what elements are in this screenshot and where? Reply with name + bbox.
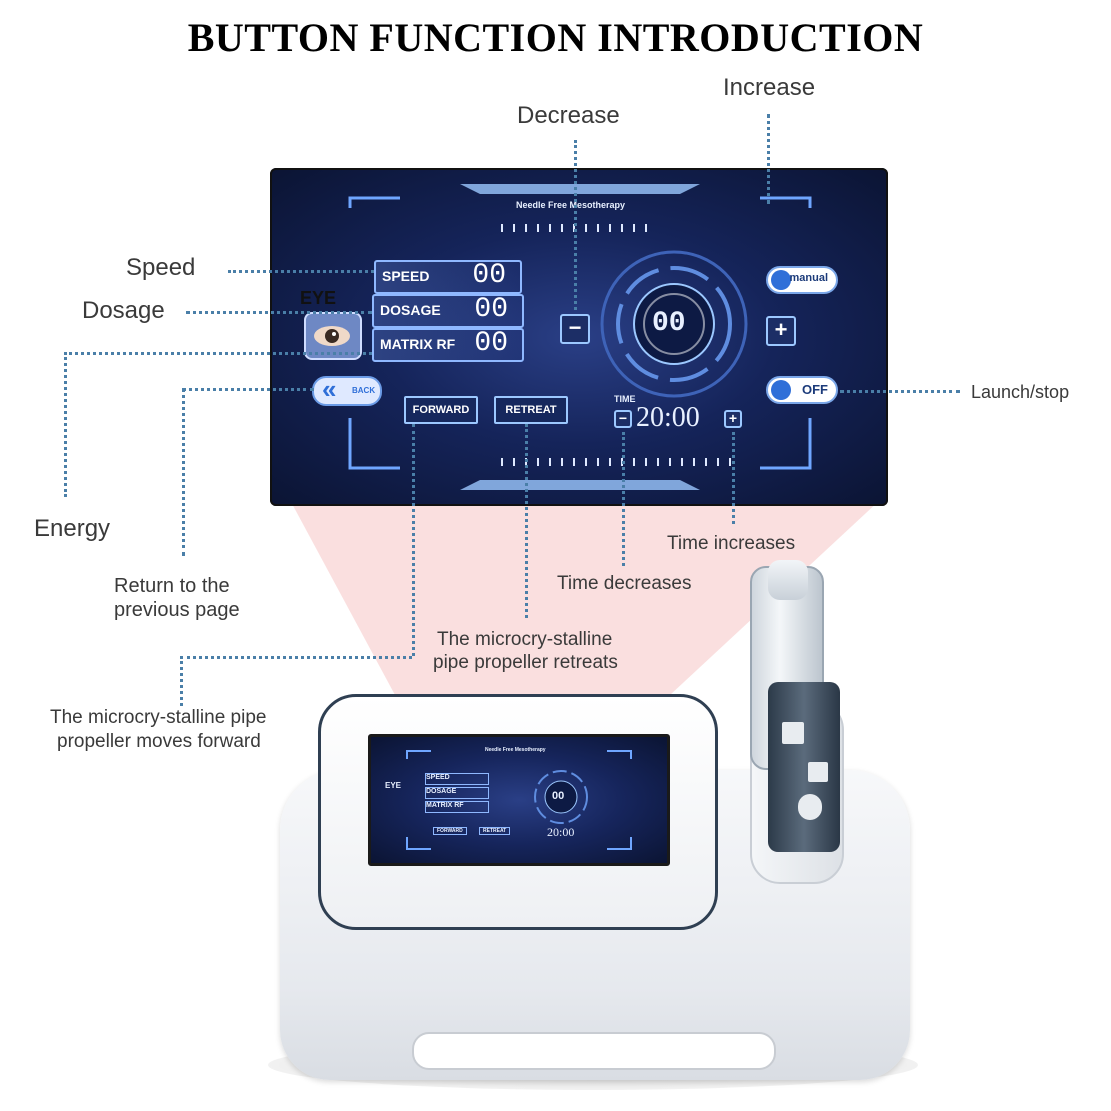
leader-decrease [574,140,577,310]
increase-button[interactable]: + [766,316,796,346]
small-retreat: RETREAT [479,827,511,835]
small-speed: SPEED [425,773,489,785]
leader-increase [767,114,770,204]
leader-return-v [182,388,185,556]
matrix-rf-field[interactable]: MATRIX RF 00 [372,328,524,362]
leader-time-inc [732,432,735,524]
eye-icon [314,326,350,346]
page-title: BUTTON FUNCTION INTRODUCTION [187,15,924,60]
leader-energy-v [64,352,67,497]
handpiece-window-mid [808,762,828,782]
speed-value: 00 [472,260,506,291]
small-time-value: 20:00 [547,825,575,839]
time-increase-button[interactable]: + [724,410,742,428]
label-time-decreases: Time decreases [557,573,692,594]
time-value: 20:00 [636,402,700,433]
speed-label: SPEED [382,268,430,284]
leader-launch [840,390,960,393]
label-retreats-line2: pipe propeller retreats [433,652,618,673]
label-decrease: Decrease [517,102,620,129]
label-increase: Increase [723,74,816,101]
retreat-button[interactable]: RETREAT [494,396,568,424]
speed-field[interactable]: SPEED 00 [374,260,522,294]
eye-outer-label: EYE [300,288,337,308]
handpiece-window-top [782,722,804,744]
label-launch-stop: Launch/stop [971,382,1070,402]
label-time-increases: Time increases [667,533,796,554]
small-eye-label: EYE [385,781,402,790]
leader-energy-h [64,352,372,355]
label-return-line2: previous page [114,599,240,621]
manual-toggle[interactable]: manual [766,266,838,294]
leader-return-h [182,388,314,391]
leader-forward-h [180,656,412,659]
time-label: TIME [614,394,636,404]
small-forward: FORWARD [433,827,467,835]
center-value: 00 [652,308,686,339]
leader-forward-v2 [180,656,183,706]
screen-decoration [348,184,812,490]
label-return-line1: Return to the [114,575,230,597]
back-arrows-icon: « [322,374,337,404]
dosage-label: DOSAGE [380,302,441,318]
forward-button[interactable]: FORWARD [404,396,478,424]
small-screen: Needle Free Mesotherapy EYE SPEED DOSAGE… [368,734,670,866]
small-screen-header: Needle Free Mesotherapy [485,747,546,753]
label-dosage: Dosage [82,297,165,324]
time-decrease-button[interactable]: − [614,410,632,428]
dosage-field[interactable]: DOSAGE 00 [372,294,524,328]
small-screen-decoration [406,750,632,850]
back-button[interactable]: « BACK [312,374,382,406]
small-center-value: 00 [552,790,565,802]
manual-label: manual [789,272,828,284]
back-label: BACK [352,386,376,395]
handpiece-cap [768,560,808,600]
handpiece-window-bottom [798,794,822,820]
label-forward-line2: propeller moves forward [57,731,261,752]
manual-knob [771,270,791,290]
off-label: OFF [802,382,828,397]
small-matrix: MATRIX RF [425,801,489,813]
label-energy: Energy [34,515,111,542]
dosage-value: 00 [474,294,508,325]
screen-header: Needle Free Mesotherapy [516,200,626,210]
matrix-rf-label: MATRIX RF [380,336,456,352]
label-forward-line1: The microcry-stalline pipe [50,707,267,728]
leader-speed [228,270,374,273]
small-dosage: DOSAGE [425,787,489,799]
control-screen: Needle Free Mesotherapy SPEED 00 DOSAGE … [270,168,888,506]
leader-retreat [525,424,528,618]
leader-forward-v [412,424,415,656]
leader-dosage [186,311,372,314]
launch-stop-knob [771,380,791,400]
matrix-rf-value: 00 [474,328,508,359]
decrease-button[interactable]: − [560,314,590,344]
leader-time-dec [622,432,625,566]
label-speed: Speed [126,254,196,281]
device-slot [412,1032,776,1070]
launch-stop-toggle[interactable]: OFF [766,376,838,404]
handpiece-body[interactable] [768,682,840,852]
label-retreats-line1: The microcry-stalline [437,629,613,650]
